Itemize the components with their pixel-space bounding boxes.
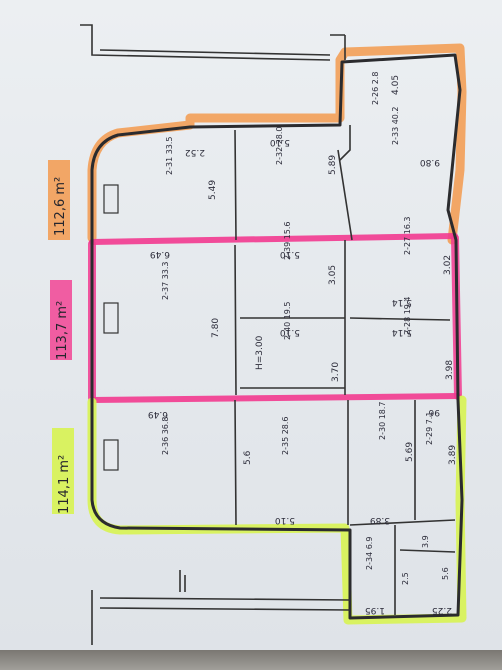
room-area: 2-35 28.6 xyxy=(281,416,290,455)
room-area: 2-26 2.8 xyxy=(371,72,380,105)
room-area: 2-27 16.3 xyxy=(403,216,412,255)
room-area: 2-34 6.9 xyxy=(365,537,374,570)
room-area: 2-36 36.8 xyxy=(161,416,170,455)
room-area: 2-31 33.5 xyxy=(165,136,174,175)
room-area: 2-28 19.4 xyxy=(403,296,412,335)
yellow-highlight-outline xyxy=(87,395,467,625)
dim-label: 3.02 xyxy=(443,255,453,275)
dim-label: 96 xyxy=(428,407,440,417)
dim-label: 9.80 xyxy=(420,157,440,167)
room-area: 2-32 28.0 xyxy=(275,126,284,165)
dim-label: 3.89 xyxy=(448,445,458,465)
yellow-total-box xyxy=(52,428,74,514)
dim-label: 6.49 xyxy=(150,249,170,259)
middle-partitions xyxy=(234,240,451,396)
room-area-labels: 2-31 33.5 2-32 28.0 2-33 40.2 2-37 33.3 … xyxy=(161,72,450,585)
dim-label: 5.69 xyxy=(405,442,415,462)
room-area: 2-29 7.1 xyxy=(425,412,434,445)
exterior-walls xyxy=(90,53,464,620)
floor-plan: 5.10 5.49 5.89 6.49 5.10 3.05 5.14 5.14 … xyxy=(48,24,467,645)
room-area: 2-39 15.6 xyxy=(283,221,292,260)
dim-label: 6.49 xyxy=(148,409,168,419)
orange-total-box xyxy=(48,160,70,240)
dim-label: 3.70 xyxy=(331,362,341,382)
dim-label: 5.10 xyxy=(280,249,300,259)
room-area: 2.5 xyxy=(401,572,410,585)
dim-label: 5.14 xyxy=(392,327,412,337)
pink-highlight-top xyxy=(89,233,458,245)
walls xyxy=(80,24,464,645)
upper-partitions xyxy=(234,125,353,241)
room-area: 2-30 18.7 xyxy=(378,401,387,440)
yellow-zone-total: 114,1 m² xyxy=(57,455,72,514)
dim-label: 5.6 xyxy=(243,450,253,465)
orange-zone-total: 112,6 m² xyxy=(53,177,68,236)
dim-label: 3.98 xyxy=(445,360,455,380)
dim-label: 5.10 xyxy=(270,137,290,147)
room-area: 2-40 19.5 xyxy=(283,301,292,340)
dim-label: 3.89 xyxy=(370,515,390,525)
room-area: 2-37 33.3 xyxy=(161,261,170,300)
dim-label: 5.49 xyxy=(208,180,218,200)
pink-total-box xyxy=(50,280,72,360)
lower-partitions xyxy=(234,399,456,615)
yellow-zone xyxy=(52,395,467,625)
room-area: 5.6 xyxy=(441,567,450,580)
dim-label: H=3.00 xyxy=(255,335,265,370)
top-left-stair-structure xyxy=(80,24,346,61)
dim-label: 2.52 xyxy=(185,147,205,157)
dim-label: 5.10 xyxy=(280,327,300,337)
pink-zone-total: 113,7 m² xyxy=(55,301,70,360)
dim-label: 4.05 xyxy=(391,75,401,95)
dim-label: 5.14 xyxy=(392,297,412,307)
room-area: 2-33 40.2 xyxy=(391,106,400,145)
bottom-left-stair-structure xyxy=(91,570,351,645)
zone-totals: 112,6 m² 113,7 m² 114,1 m² xyxy=(53,177,72,514)
dim-label: 2.25 xyxy=(432,605,452,615)
dim-label: 5.10 xyxy=(275,515,295,525)
dimension-labels: 5.10 5.49 5.89 6.49 5.10 3.05 5.14 5.14 … xyxy=(148,75,458,615)
dim-label: 5.89 xyxy=(328,155,338,175)
door-openings xyxy=(103,184,119,471)
paper-sheet xyxy=(0,0,502,650)
dim-label: 7.80 xyxy=(211,318,221,338)
room-area: 3.9 xyxy=(421,535,430,548)
pink-highlight-bottom xyxy=(89,393,461,403)
dim-label: 3.05 xyxy=(328,265,338,285)
dim-label: 1.95 xyxy=(365,605,385,615)
desk-surface xyxy=(0,650,502,670)
